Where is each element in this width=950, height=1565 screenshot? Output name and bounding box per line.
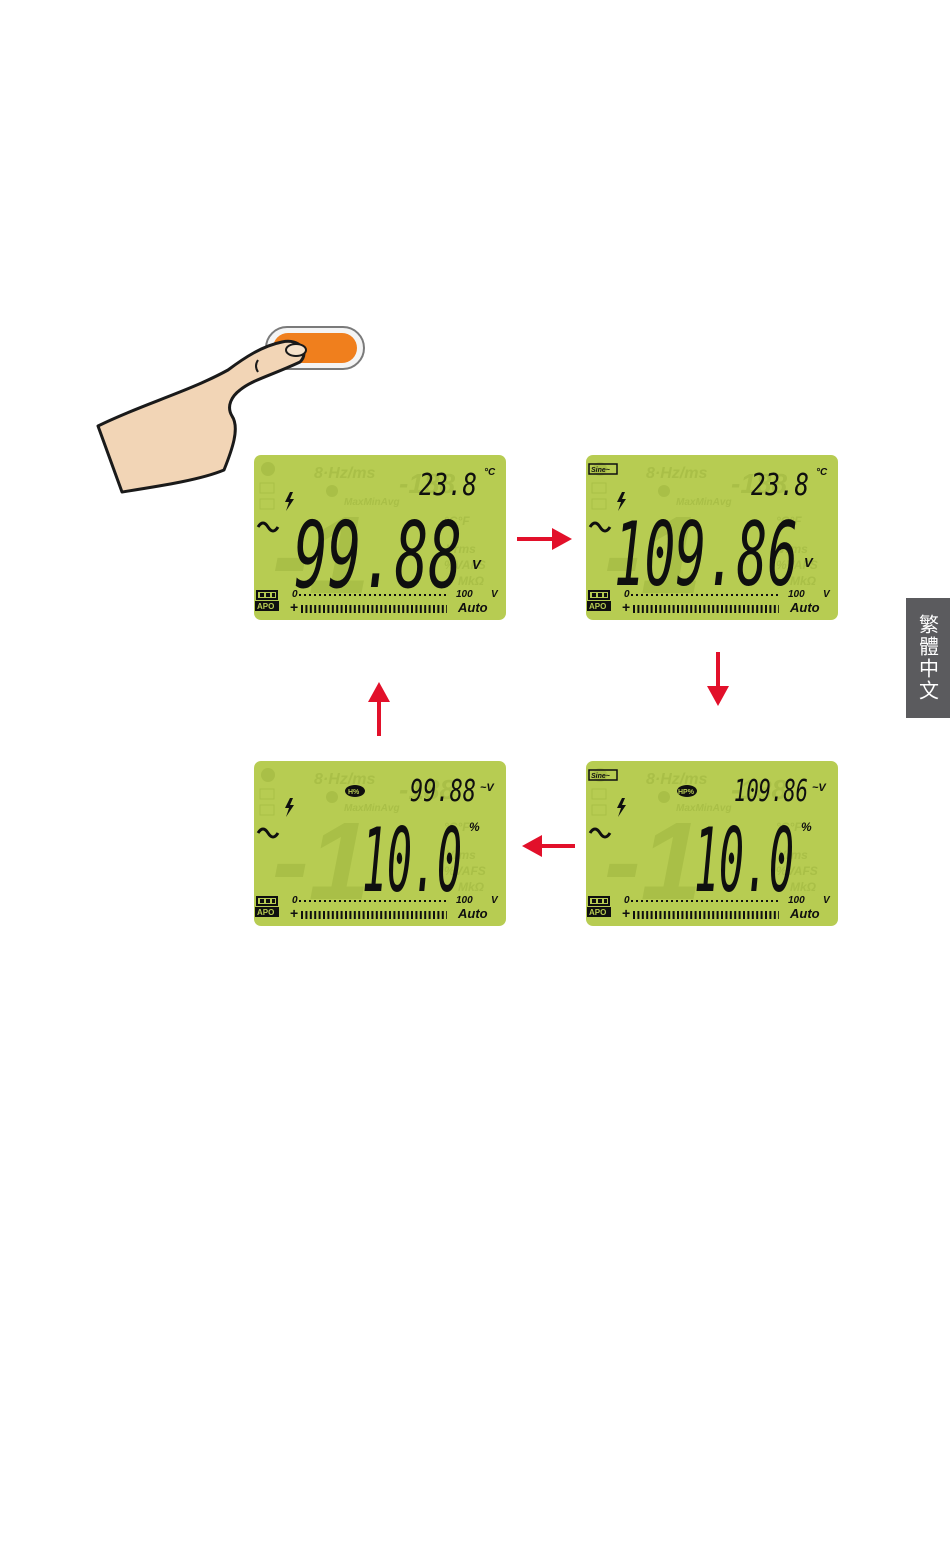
range-label: Auto [789, 906, 820, 921]
scale-start: 0 [624, 895, 630, 906]
apo-label: APO [257, 908, 274, 917]
secondary-unit: °C [484, 467, 496, 478]
arrow-left [522, 835, 575, 857]
sine-indicator: Sine~ [591, 467, 610, 474]
main-reading: 10.0 [694, 809, 794, 912]
main-unit: V [472, 557, 482, 572]
apo-label: APO [589, 602, 606, 611]
main-unit: % [469, 820, 480, 834]
language-tab-label: 繁體中文 [914, 614, 943, 702]
lcd-display-top-right: Sine~ 23.8 °C 109.86 V 0 100 V Auto APO [586, 455, 838, 620]
secondary-reading: 23.8 [751, 468, 809, 503]
sine-indicator: Sine~ [591, 773, 610, 780]
scale-end: 100 [456, 895, 473, 906]
range-label: Auto [789, 600, 820, 615]
main-unit: V [804, 555, 814, 570]
secondary-reading: 99.88 [410, 774, 476, 809]
secondary-unit: °C [816, 467, 828, 478]
main-unit: % [801, 820, 812, 834]
language-tab[interactable]: 繁體中文 [906, 598, 950, 718]
main-reading: 109.86 [614, 503, 798, 606]
secondary-unit: ~V [812, 782, 827, 794]
scale-start: 0 [292, 589, 298, 600]
apo-label: APO [257, 602, 274, 611]
lcd-display-bottom-left: H% 99.88 ~V 10.0 % 0 100 V Auto APO [254, 761, 506, 926]
lcd-display-top-left: 23.8 °C 99.88 V 0 100 V Auto APO [254, 455, 506, 620]
main-reading: 10.0 [362, 809, 462, 912]
range-label: Auto [457, 600, 488, 615]
hp-badge: HP% [678, 789, 695, 796]
arrow-down [707, 652, 729, 706]
lcd-display-bottom-right: Sine~ HP% 109.86 ~V 10.0 % 0 100 V Auto … [586, 761, 838, 926]
scale-end: 100 [788, 589, 805, 600]
range-label: Auto [457, 906, 488, 921]
scale-end: 100 [456, 589, 473, 600]
secondary-reading: 23.8 [419, 468, 477, 503]
main-reading: 99.88 [294, 502, 462, 609]
scale-start: 0 [292, 895, 298, 906]
secondary-unit: ~V [480, 782, 495, 794]
scale-start: 0 [624, 589, 630, 600]
arrow-up [368, 682, 390, 736]
apo-label: APO [589, 908, 606, 917]
hp-badge: H% [348, 789, 360, 796]
scale-end: 100 [788, 895, 805, 906]
arrow-right [517, 528, 572, 550]
secondary-reading: 109.86 [734, 774, 808, 809]
